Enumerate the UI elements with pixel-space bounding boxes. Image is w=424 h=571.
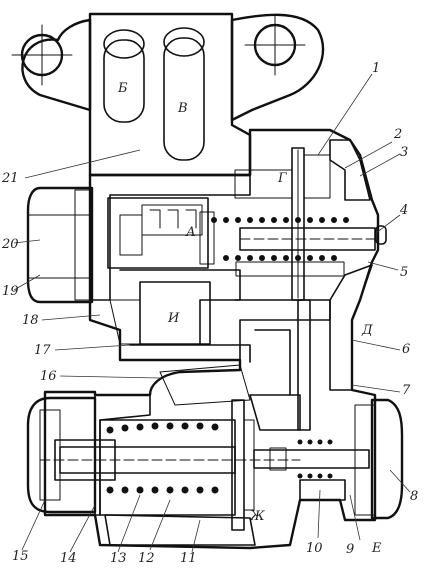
cavity-label-v: В bbox=[177, 101, 188, 116]
callout-11: 11 bbox=[180, 551, 197, 566]
cavity-label-zh: Ж bbox=[249, 509, 265, 524]
cavity-label-i: И bbox=[167, 311, 180, 326]
callout-18: 18 bbox=[22, 313, 39, 328]
callout-labels: 1 2 3 4 5 6 7 8 9 10 11 12 13 14 15 16 1… bbox=[1, 61, 418, 566]
lower-piston-assembly bbox=[39, 399, 370, 531]
cavity-label-g: Г bbox=[277, 171, 287, 186]
left-plug-cap bbox=[26, 186, 94, 304]
leader-lines bbox=[13, 73, 411, 553]
callout-14: 14 bbox=[60, 551, 77, 566]
callout-19: 19 bbox=[2, 284, 19, 299]
callout-3: 3 bbox=[400, 145, 408, 160]
cavity-label-d: Д bbox=[361, 323, 373, 338]
port-v bbox=[163, 37, 205, 161]
cavity-label-e: Е bbox=[371, 541, 382, 556]
callout-17: 17 bbox=[34, 343, 51, 358]
callout-7: 7 bbox=[402, 383, 411, 398]
cavity-labels: Б В А Г Д И Е Ж bbox=[117, 81, 382, 556]
lower-right-cap bbox=[354, 398, 404, 520]
callout-6: 6 bbox=[402, 342, 410, 357]
cavity-label-a: А bbox=[185, 225, 196, 240]
callout-13: 13 bbox=[110, 551, 127, 566]
callout-20: 20 bbox=[1, 237, 19, 252]
callout-9: 9 bbox=[346, 542, 354, 557]
mounting-flange bbox=[11, 12, 325, 177]
lower-left-cap bbox=[26, 396, 97, 514]
port-b bbox=[103, 39, 145, 123]
right-valve-stem bbox=[253, 449, 370, 469]
callout-10: 10 bbox=[306, 541, 323, 556]
callout-1: 1 bbox=[372, 61, 380, 76]
callout-15: 15 bbox=[12, 549, 29, 564]
lower-rod bbox=[297, 299, 311, 431]
callout-12: 12 bbox=[138, 551, 155, 566]
small-spring bbox=[297, 439, 333, 479]
callout-8: 8 bbox=[410, 489, 418, 504]
callout-5: 5 bbox=[400, 265, 408, 280]
callout-4: 4 bbox=[399, 203, 408, 218]
internal-passages bbox=[109, 269, 331, 431]
cavity-label-b: Б bbox=[117, 81, 128, 96]
callout-21: 21 bbox=[1, 171, 19, 186]
callout-16: 16 bbox=[40, 369, 57, 384]
lower-spring bbox=[106, 422, 219, 494]
callout-2: 2 bbox=[393, 127, 402, 142]
upper-piston-assembly bbox=[107, 147, 387, 301]
